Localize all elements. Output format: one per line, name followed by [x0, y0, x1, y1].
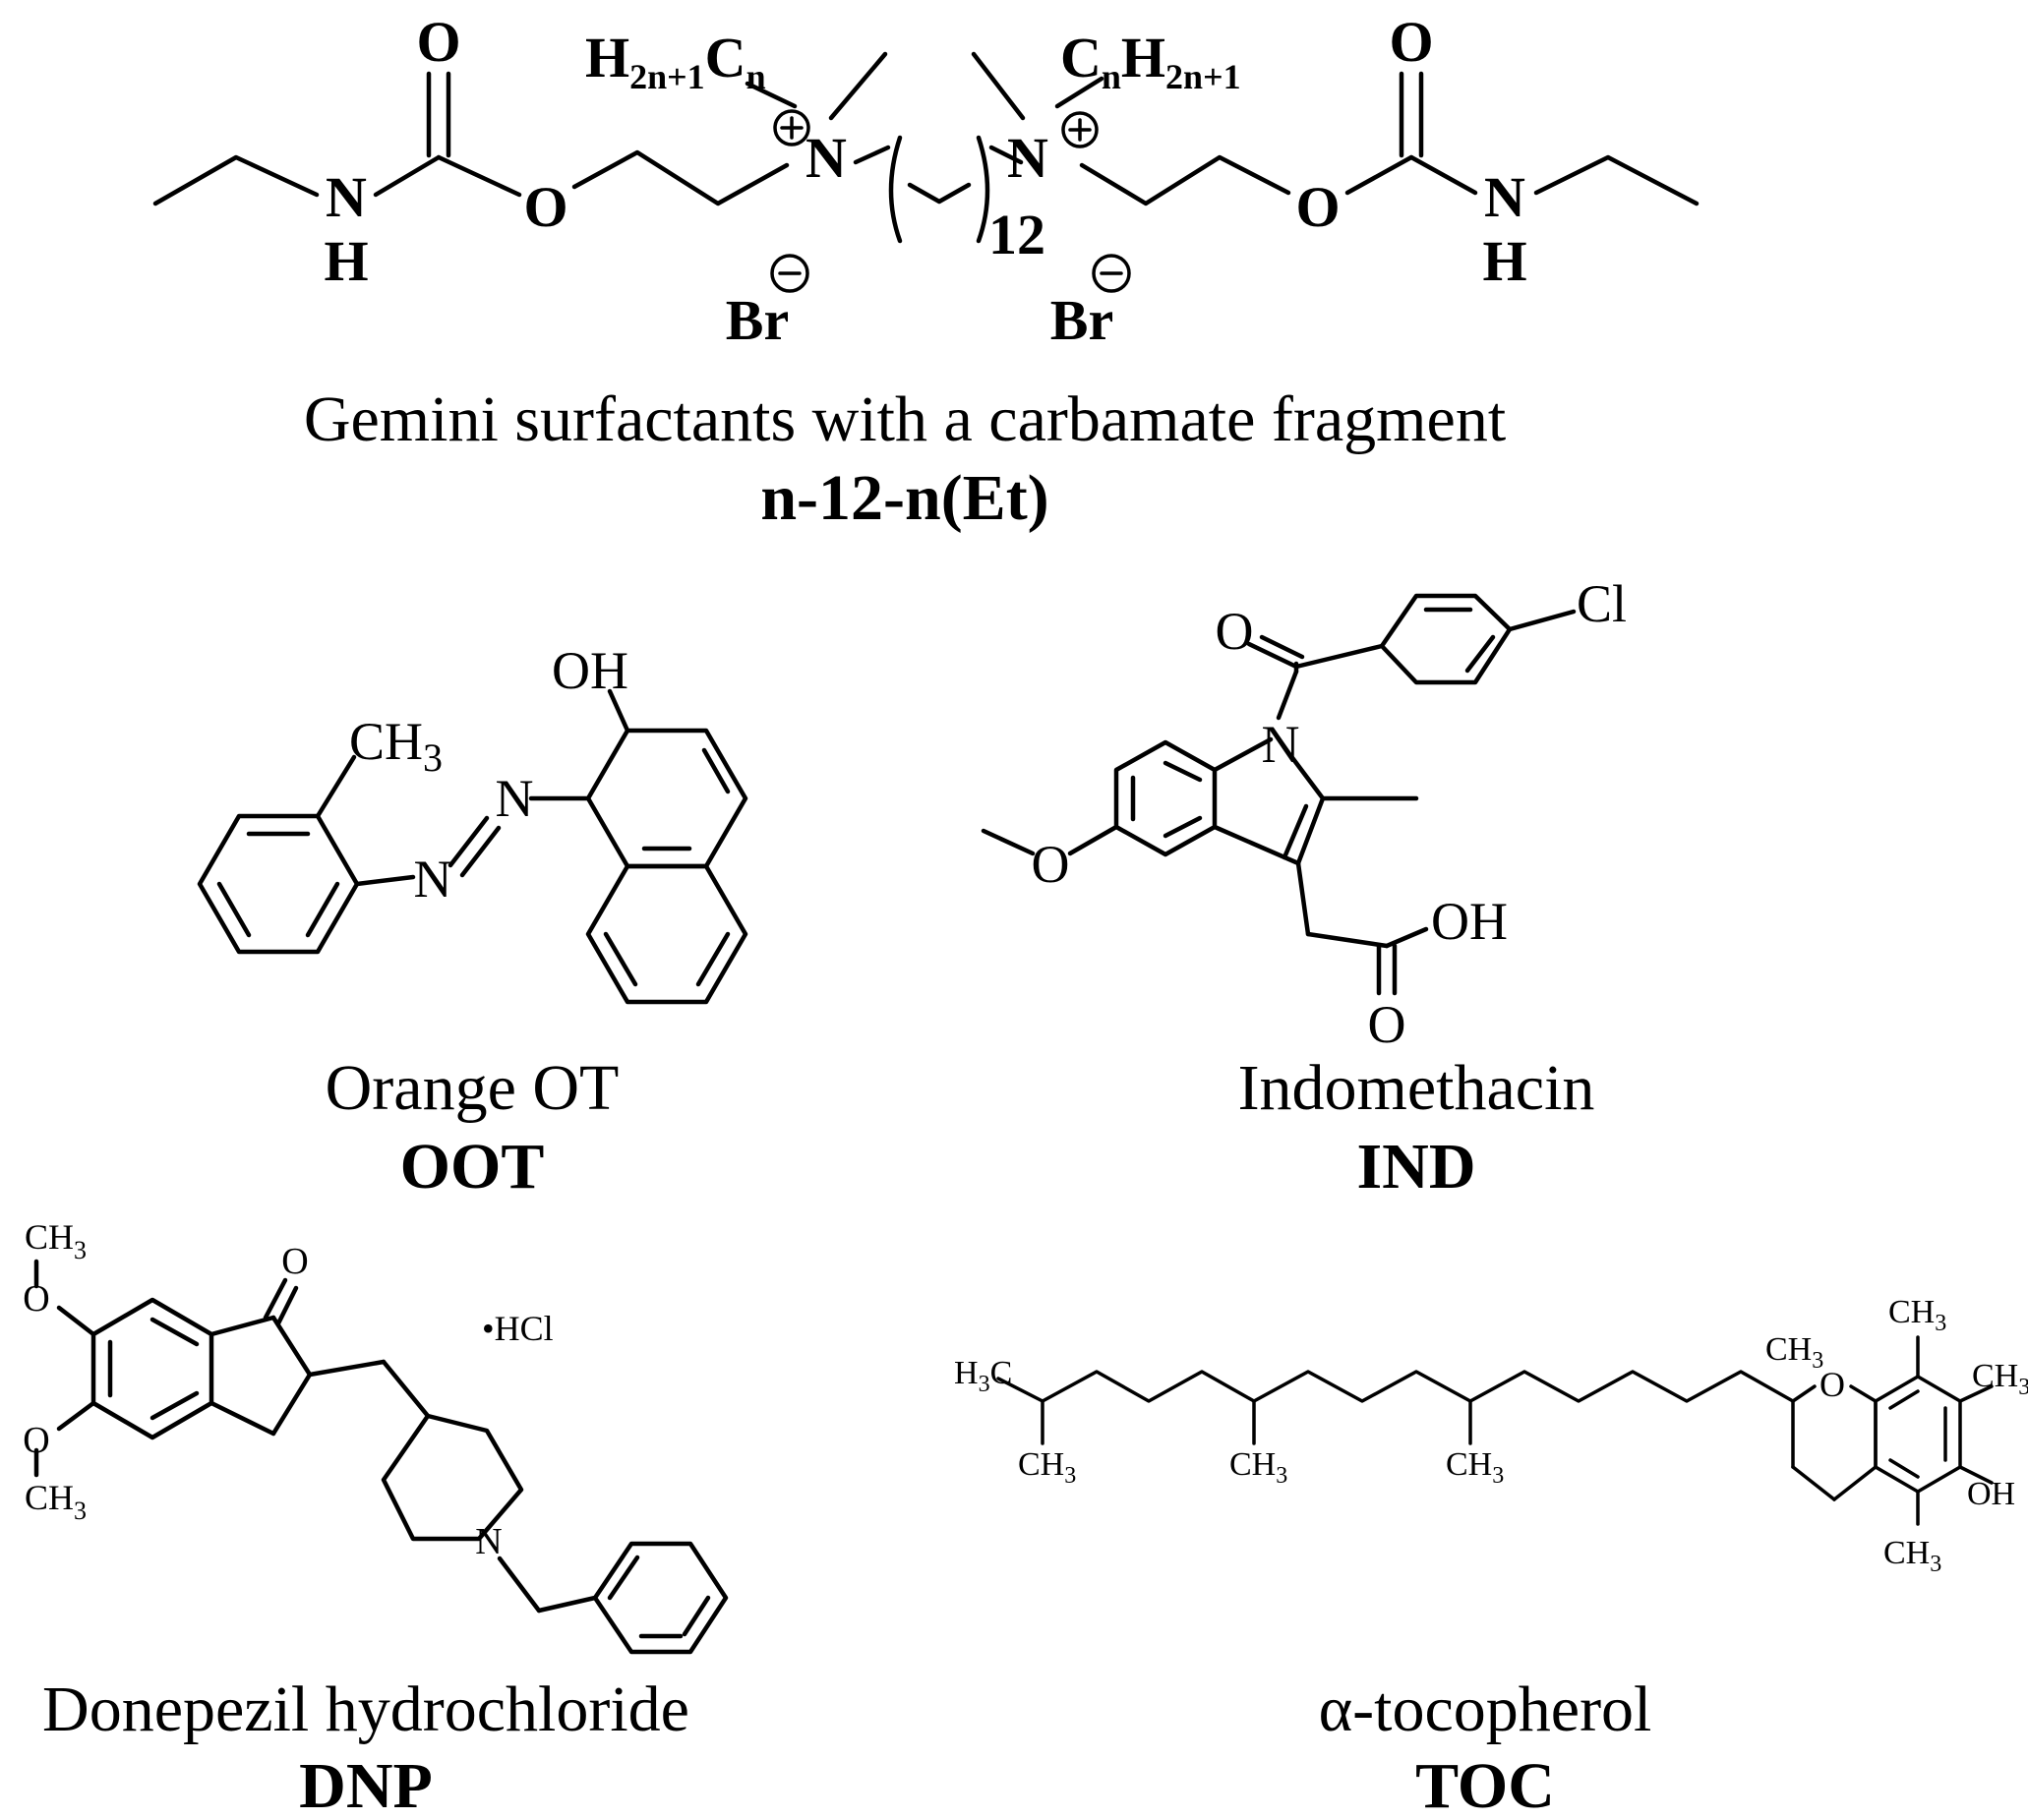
toc-ring-oxygen: O — [1819, 1365, 1845, 1404]
toc-aryl-methyl-bottom: CH3 — [1883, 1535, 1941, 1577]
oot-azo-nitrogen-2: N — [414, 850, 452, 909]
toc-code: TOC — [1415, 1750, 1555, 1820]
orange-ot-structure: OH CH3 N N — [197, 641, 748, 1005]
gemini-surfactant-structure: O O O O N H N H N N H2n+1Cn CnH2n+1 12 B… — [152, 10, 1700, 352]
dnp-keto-oxygen: O — [281, 1241, 308, 1282]
oot-azo-nitrogen-1: N — [496, 769, 534, 828]
toc-ring-methyl: CH3 — [1765, 1331, 1823, 1374]
oot-hydroxyl-label: OH — [552, 641, 628, 700]
gemini-oxygen-carbonyl-right: O — [1389, 10, 1433, 74]
dnp-methoxy-methyl-bottom: CH3 — [25, 1478, 87, 1525]
toc-methyl-branch-3: CH3 — [1446, 1446, 1504, 1489]
oot-code: OOT — [400, 1131, 545, 1203]
dnp-methoxy-oxygen-top: O — [23, 1278, 49, 1320]
gemini-oxygen-carbonyl-left: O — [416, 10, 460, 74]
gemini-bromide-left: Br — [726, 288, 789, 352]
gemini-plus-charge-left — [773, 109, 810, 147]
oot-caption: Orange OT — [326, 1052, 620, 1124]
gemini-alkyl-chain-left: H2n+1Cn — [585, 26, 766, 96]
ind-caption: Indomethacin — [1238, 1052, 1595, 1124]
dnp-methoxy-oxygen-bottom: O — [23, 1420, 49, 1461]
gemini-plus-charge-right — [1061, 111, 1099, 148]
toc-caption: α-tocopherol — [1319, 1673, 1652, 1745]
dnp-methoxy-methyl-top: CH3 — [25, 1217, 87, 1264]
dnp-hcl-salt: •HCl — [482, 1309, 554, 1348]
gemini-spacer-count: 12 — [988, 203, 1045, 266]
gemini-bromide-right: Br — [1050, 288, 1113, 352]
donepezil-structure: CH3 O O CH3 O •HCl N — [23, 1217, 729, 1655]
gemini-code: n-12-n(Et) — [760, 462, 1048, 534]
gemini-amide-nitrogen-left: N — [326, 165, 367, 229]
gemini-alkyl-chain-right: CnH2n+1 — [1060, 26, 1241, 96]
gemini-ammonium-nitrogen-right: N — [1007, 126, 1048, 190]
dnp-code: DNP — [299, 1750, 433, 1820]
toc-aryl-methyl-top: CH3 — [1888, 1294, 1946, 1336]
gemini-amide-hydrogen-left: H — [324, 229, 368, 293]
toc-methyl-branch-1: CH3 — [1018, 1446, 1076, 1489]
gemini-ammonium-nitrogen-left: N — [805, 126, 847, 190]
toc-hydroxyl: OH — [1967, 1476, 2015, 1512]
gemini-amide-nitrogen-right: N — [1484, 165, 1525, 229]
dnp-caption: Donepezil hydrochloride — [42, 1673, 689, 1745]
oot-methyl-label: CH3 — [349, 712, 443, 780]
ind-acid-oxygen: O — [1368, 995, 1406, 1054]
ind-indole-nitrogen: N — [1262, 715, 1300, 774]
toc-methyl-branch-2: CH3 — [1229, 1446, 1287, 1489]
dnp-piperidine-nitrogen: N — [475, 1521, 502, 1562]
ind-code: IND — [1356, 1131, 1475, 1203]
gemini-oxygen-ester-right: O — [1295, 175, 1340, 239]
ind-methoxy-oxygen: O — [1032, 835, 1070, 894]
ind-chlorine: Cl — [1577, 574, 1627, 633]
tocopherol-structure: H3C CH3 CH3 CH3 CH3 O CH3 CH3 OH CH3 — [954, 1294, 2028, 1577]
gemini-amide-hydrogen-right: H — [1482, 229, 1526, 293]
gemini-minus-charge-right — [1092, 254, 1131, 293]
ind-acid-hydroxyl: OH — [1431, 892, 1508, 951]
indomethacin-structure: O Cl N O OH O — [981, 574, 1627, 1054]
gemini-caption: Gemini surfactants with a carbamate frag… — [304, 383, 1506, 455]
gemini-minus-charge-left — [770, 254, 809, 293]
ind-keto-oxygen: O — [1216, 602, 1254, 661]
toc-aryl-methyl-right: CH3 — [1972, 1358, 2028, 1400]
gemini-oxygen-ester-left: O — [523, 175, 567, 239]
toc-terminal-methyl: H3C — [954, 1355, 1012, 1397]
